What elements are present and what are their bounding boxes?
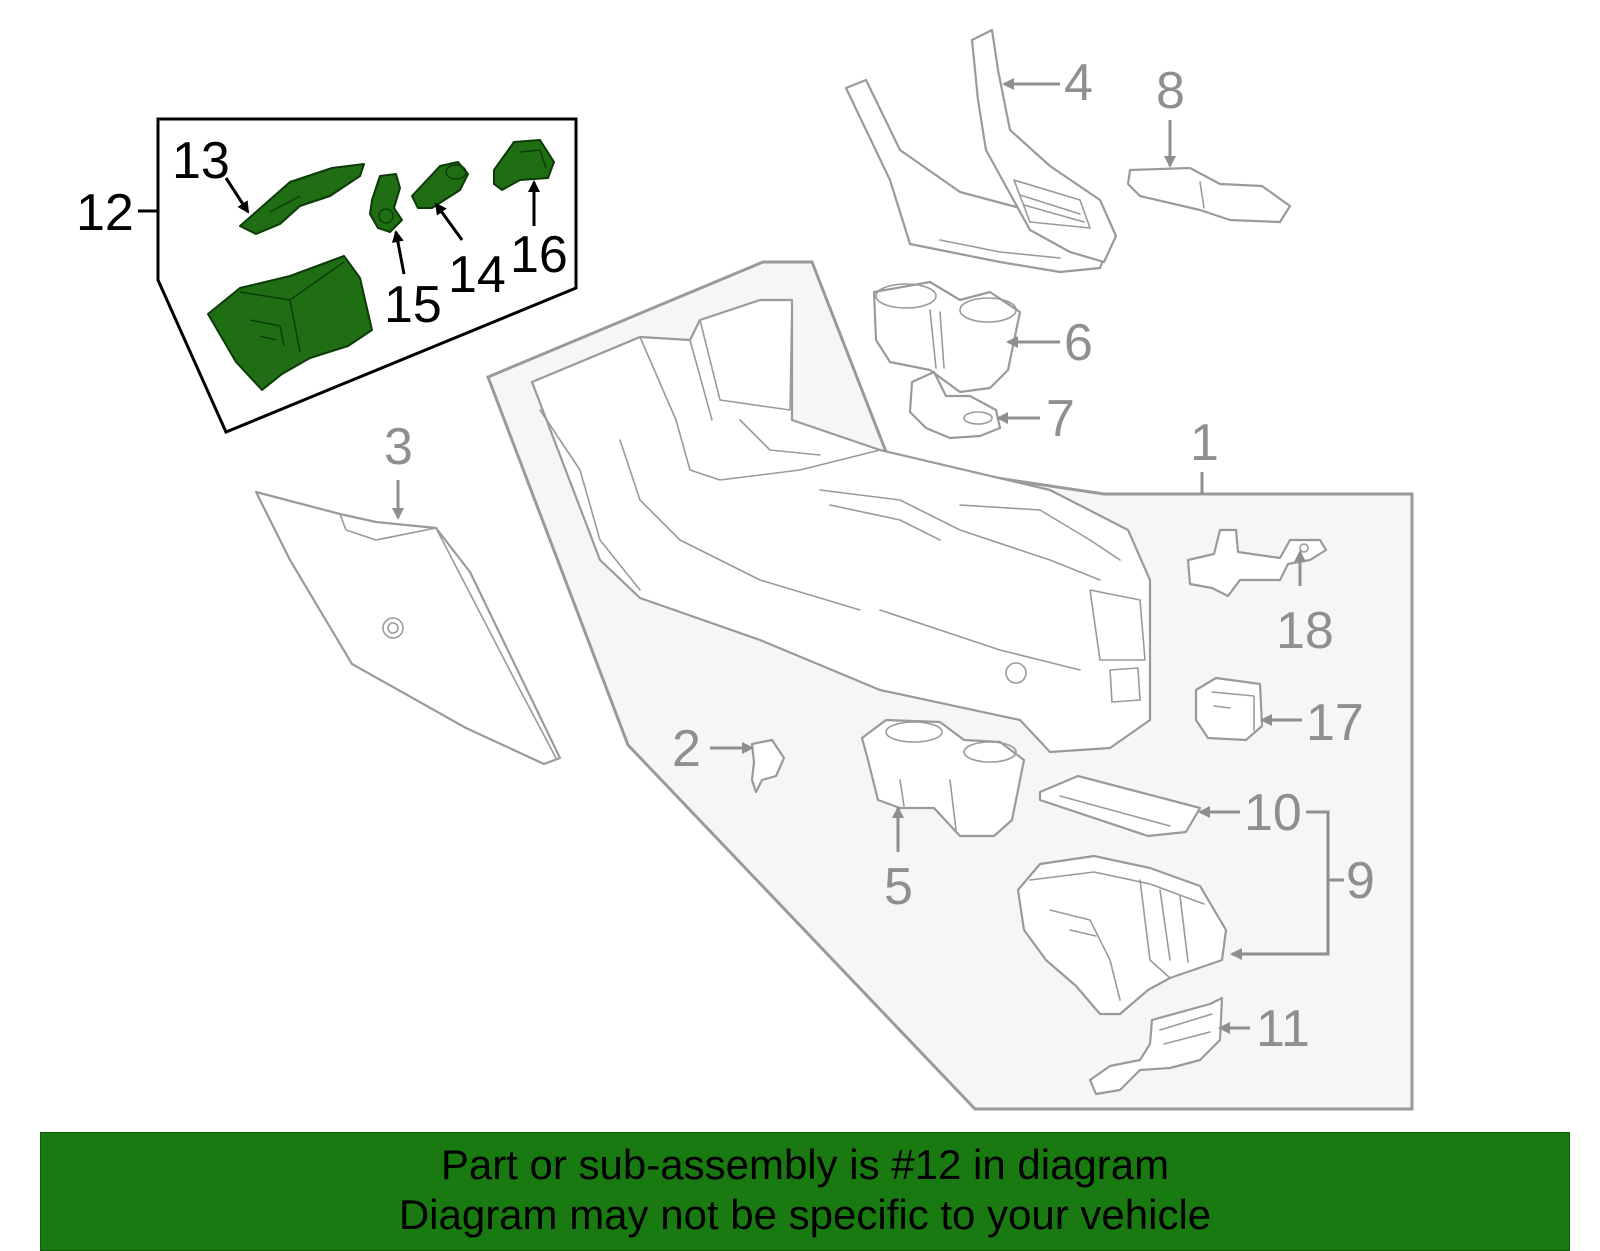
label-part-10: 10 bbox=[1244, 784, 1302, 842]
label-part-12: 12 bbox=[76, 184, 134, 242]
label-part-7: 7 bbox=[1046, 390, 1075, 448]
label-part-18: 18 bbox=[1276, 602, 1334, 660]
bin-bracket bbox=[1088, 996, 1224, 1096]
label-part-2: 2 bbox=[672, 720, 701, 778]
banner-line-2: Diagram may not be specific to your vehi… bbox=[398, 1191, 1212, 1238]
highlighted-part-15 bbox=[369, 173, 403, 233]
label-part-9: 9 bbox=[1346, 852, 1375, 910]
highlighted-part-16 bbox=[493, 139, 555, 191]
console-trim-plate bbox=[844, 28, 1118, 274]
label-part-5: 5 bbox=[884, 858, 913, 916]
wiring-bracket bbox=[1186, 528, 1328, 598]
label-part-17: 17 bbox=[1306, 694, 1364, 752]
label-part-13: 13 bbox=[172, 132, 230, 190]
storage-tray-mat bbox=[1038, 774, 1202, 838]
leader-lines bbox=[392, 78, 1344, 1034]
cup-holder-insert bbox=[872, 280, 1022, 394]
highlighted-part-14 bbox=[411, 161, 469, 209]
storage-bin bbox=[1016, 854, 1228, 1016]
label-part-8: 8 bbox=[1156, 62, 1185, 120]
highlighted-part-12-base bbox=[207, 255, 373, 391]
label-part-11: 11 bbox=[1256, 1000, 1310, 1058]
console-side-panel bbox=[254, 490, 562, 766]
leader-lines-12 bbox=[138, 177, 540, 275]
console-switch bbox=[1194, 676, 1264, 742]
label-part-16: 16 bbox=[510, 226, 568, 284]
label-part-1: 1 bbox=[1190, 414, 1219, 472]
retainer-clip bbox=[750, 738, 786, 794]
center-console-body bbox=[530, 298, 1152, 754]
label-part-4: 4 bbox=[1064, 54, 1093, 112]
label-part-6: 6 bbox=[1064, 314, 1093, 372]
arm-rest-pad bbox=[1126, 166, 1292, 224]
info-banner: Part or sub-assembly is #12 in diagram D… bbox=[40, 1132, 1570, 1251]
label-part-15: 15 bbox=[384, 276, 442, 334]
highlighted-part-13 bbox=[239, 163, 365, 235]
label-part-14: 14 bbox=[448, 246, 506, 304]
cup-holder-bracket bbox=[908, 370, 1002, 440]
banner-line-1: Part or sub-assembly is #12 in diagram bbox=[440, 1141, 1170, 1188]
label-part-3: 3 bbox=[384, 418, 413, 476]
